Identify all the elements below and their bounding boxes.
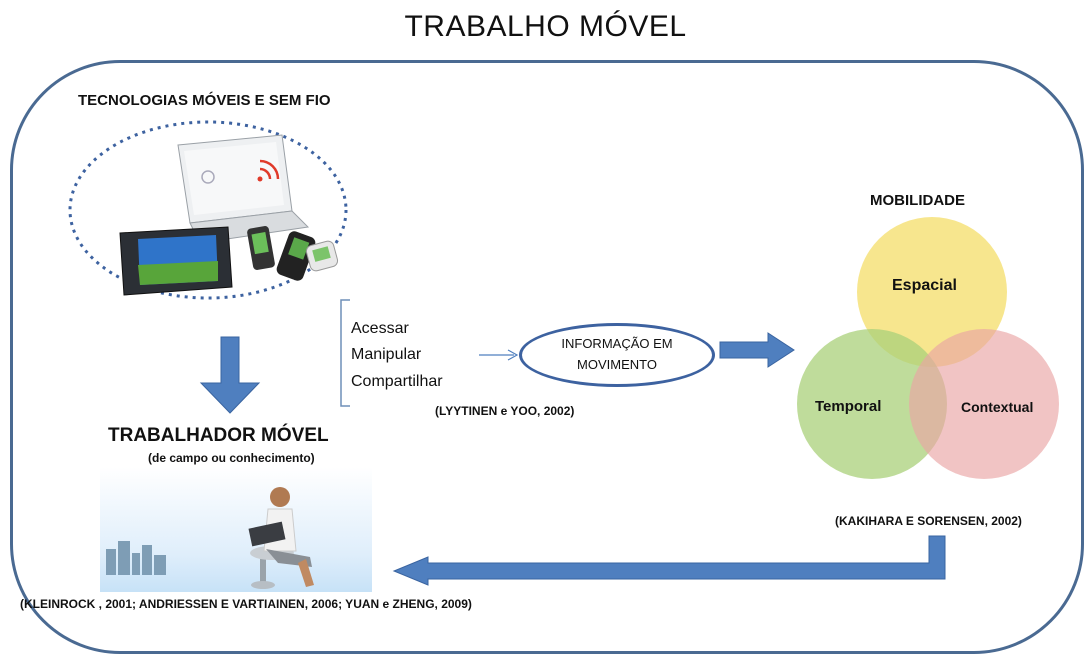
phones-icon xyxy=(247,226,339,281)
laptop-icon xyxy=(177,134,310,244)
mobility-label-temporal: Temporal xyxy=(815,398,882,415)
worker-subheading: (de campo ou conhecimento) xyxy=(148,451,315,465)
info-line-2: MOVIMENTO xyxy=(577,357,657,372)
info-citation: (LYYTINEN e YOO, 2002) xyxy=(435,404,575,418)
worker-heading: TRABALHADOR MÓVEL xyxy=(108,425,329,446)
mobility-label-contextual: Contextual xyxy=(961,399,1034,415)
bracket-icon xyxy=(340,299,350,407)
action-share: Compartilhar xyxy=(351,373,443,390)
info-line-1: INFORMAÇÃO EM xyxy=(561,336,673,351)
tablet-icon xyxy=(119,226,233,296)
thin-arrow-icon xyxy=(479,349,519,361)
action-access: Acessar xyxy=(351,320,409,337)
info-ellipse xyxy=(519,323,715,387)
arrow-return-icon xyxy=(392,535,946,586)
arrow-right-icon xyxy=(719,332,795,368)
page-title: TRABALHO MÓVEL xyxy=(404,10,687,43)
mobility-label-espacial: Espacial xyxy=(892,277,957,294)
venn-circle-contextual xyxy=(909,329,1059,479)
wifi-icon xyxy=(257,159,280,182)
venn-circle-temporal xyxy=(797,329,947,479)
arrow-down-icon xyxy=(199,336,261,414)
venn-circle-espacial xyxy=(857,217,1007,367)
city-skyline-icon xyxy=(106,541,166,575)
person-icon xyxy=(248,487,314,589)
dotted-ellipse xyxy=(68,120,348,300)
tech-heading: TECNOLOGIAS MÓVEIS E SEM FIO xyxy=(78,92,331,109)
mobility-venn xyxy=(797,217,1059,479)
worker-citation: (KLEINROCK , 2001; ANDRIESSEN E VARTIAIN… xyxy=(20,597,472,611)
mobility-citation: (KAKIHARA E SORENSEN, 2002) xyxy=(835,514,1022,528)
mobility-heading: MOBILIDADE xyxy=(870,192,965,209)
worker-illustration xyxy=(100,467,372,592)
action-manipulate: Manipular xyxy=(351,346,422,363)
devices-illustration xyxy=(68,120,348,300)
